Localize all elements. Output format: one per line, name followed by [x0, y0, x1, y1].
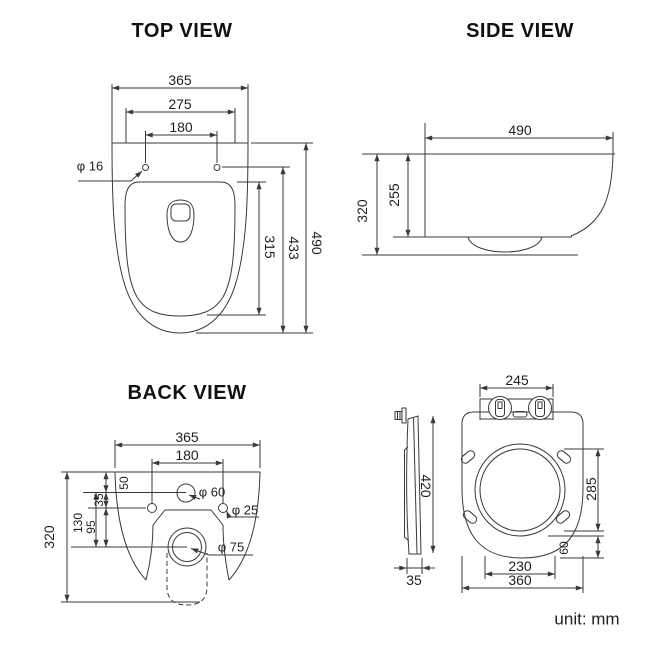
seat-bumper-pads: [460, 450, 572, 524]
seat-extension-lines: [461, 384, 604, 593]
seat-outline: [461, 411, 584, 559]
top-view-hinge-cover: [166, 199, 195, 243]
dim-seat-length: 420: [418, 474, 434, 498]
dim-side-overall-depth: 490: [508, 122, 532, 138]
dim-back-inlet-offset: 50: [117, 476, 131, 490]
back-view-title: BACK VIEW: [128, 382, 247, 404]
dim-top-overall-depth: 490: [309, 231, 325, 255]
dim-seat-hinge-width: 245: [505, 372, 529, 388]
top-view-hinge-button: [170, 203, 191, 222]
dim-top-lid-length: 315: [262, 235, 278, 259]
dim-back-outlet-dia: φ 75: [218, 540, 245, 555]
dim-back-fixing-hole-offset: 35: [92, 493, 106, 507]
dim-back-overall-width: 365: [175, 429, 199, 445]
dim-back-outlet-offset: 95: [84, 520, 98, 534]
dim-seat-front-rim: 60: [557, 541, 571, 555]
back-view: BACK VIEW: [41, 382, 261, 606]
dim-top-lid-width: 275: [168, 96, 192, 112]
seat-opening-outer: [474, 443, 566, 537]
seat-opening-inner: [479, 448, 561, 532]
dim-seat-overall-width: 360: [508, 572, 532, 588]
seat-view: 420 35: [394, 372, 604, 593]
dim-top-hole-to-front: 433: [286, 236, 302, 260]
dim-top-overall-width: 365: [168, 72, 192, 88]
dim-seat-thickness: 35: [406, 572, 422, 588]
top-view-lid-outline: [124, 181, 236, 317]
dim-seat-opening-length: 285: [583, 477, 599, 501]
dim-back-fixing-hole-dia: φ 25: [232, 503, 259, 518]
seat-hinge-pin: [394, 411, 403, 420]
top-view-fixing-hole-left: [142, 164, 149, 171]
dim-top-hole-dia: φ 16: [77, 159, 104, 174]
top-view-title: TOP VIEW: [131, 20, 232, 42]
seat-hinge-slot: [512, 411, 528, 418]
side-view: SIDE VIEW 490 255 320: [354, 20, 615, 256]
back-view-hidden-outlet-pipe: [166, 553, 208, 606]
dim-side-body-height: 255: [386, 183, 402, 207]
seat-dimension-lines: [462, 385, 601, 591]
seat-side-profile: [394, 407, 422, 555]
top-view-dimension-lines: [78, 85, 309, 333]
dim-seat-opening-width: 230: [508, 558, 532, 574]
top-view-fixing-hole-right: [213, 164, 221, 171]
dim-back-hole-spacing: 180: [175, 447, 199, 463]
dim-back-overall-height: 320: [41, 525, 57, 549]
top-view: TOP VIEW: [77, 20, 325, 334]
dim-back-inlet-dia: φ 60: [199, 485, 226, 500]
back-view-dimension-lines: [64, 442, 260, 602]
side-view-dimension-lines: [374, 135, 613, 255]
side-view-drain-dome: [467, 236, 543, 253]
seat-hinge-buttons: [495, 399, 545, 418]
side-view-title: SIDE VIEW: [466, 20, 574, 42]
dim-side-overall-height: 320: [354, 199, 370, 223]
back-view-extension-lines: [61, 440, 261, 603]
back-view-fixing-hole-left: [147, 503, 157, 513]
dim-top-hole-spacing: 180: [169, 119, 193, 135]
back-view-body-outline: [114, 471, 261, 581]
seat-side-dimension-lines: [394, 416, 436, 574]
back-view-fixing-hole-right: [218, 503, 228, 513]
side-view-body-outline: [362, 123, 615, 256]
top-view-body-outline: [111, 142, 249, 334]
unit-label: unit: mm: [554, 610, 619, 629]
dim-back-outlet-center-height: 130: [71, 513, 85, 533]
